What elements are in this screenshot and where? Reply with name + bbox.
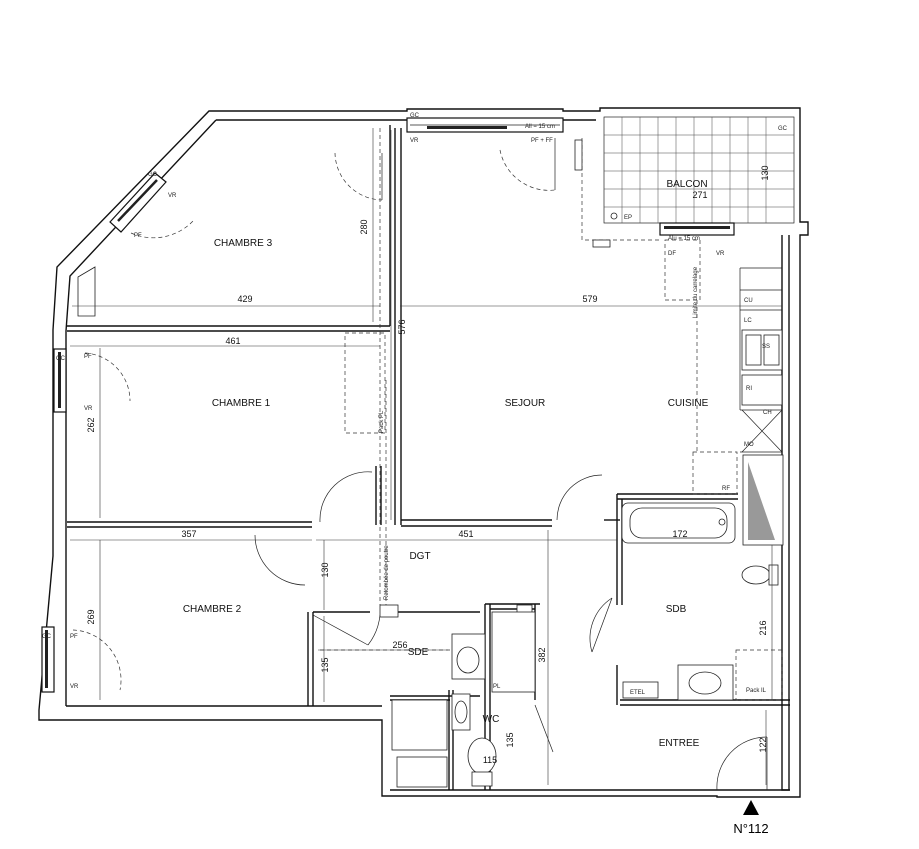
label-ss: SS: [762, 344, 770, 350]
room-chambre1: CHAMBRE 1: [212, 398, 271, 409]
label-vr-c1: VR: [84, 406, 93, 412]
label-pf-c3: PF: [134, 233, 142, 239]
label-gc-c2: GC: [42, 634, 52, 640]
north-label: N°112: [733, 821, 768, 836]
label-alu-bay: Alu = 15 cm: [668, 236, 700, 242]
dim-216: 216: [758, 620, 768, 635]
room-dgt: DGT: [409, 551, 430, 562]
label-retombee: Retombée de poutre: [384, 545, 390, 600]
shower-sde: [391, 699, 448, 751]
label-gc-top: GC: [410, 113, 420, 119]
dim-357: 357: [181, 529, 196, 539]
label-mo: MO: [744, 442, 754, 448]
dim-130-balcon: 130: [760, 165, 770, 180]
dimension-lines: [70, 128, 782, 785]
label-limite-carrelage: Limite du carrelage: [693, 266, 699, 318]
dim-135-wc: 135: [505, 732, 515, 747]
room-sdb: SDB: [666, 604, 687, 615]
dim-262: 262: [86, 417, 96, 432]
north-marker: N°112: [733, 800, 769, 836]
label-vr-c2: VR: [70, 684, 79, 690]
label-gc-c3: GC: [148, 172, 158, 178]
dim-122: 122: [758, 737, 768, 752]
label-gc-balcon: GC: [778, 126, 788, 132]
dim-256: 256: [392, 640, 407, 650]
dim-382: 382: [537, 647, 547, 662]
balcony-tiles: [604, 117, 794, 223]
label-vr-bay: VR: [716, 251, 725, 257]
room-sejour: SEJOUR: [505, 398, 546, 409]
room-cuisine: CUISINE: [668, 398, 709, 409]
label-pf-c1: PF: [84, 354, 92, 360]
fixtures: [77, 139, 784, 788]
label-ch: CH: [763, 410, 772, 416]
label-rf: RF: [722, 486, 730, 492]
label-ri: RI: [746, 386, 752, 392]
label-cu: CU: [744, 298, 753, 304]
dim-451: 451: [458, 529, 473, 539]
dim-429: 429: [237, 294, 252, 304]
dim-172: 172: [672, 529, 687, 539]
toilet-sdb: [741, 565, 771, 585]
dim-576: 576: [397, 319, 407, 334]
dim-271: 271: [692, 190, 707, 200]
room-sde: SDE: [408, 647, 429, 658]
dim-280: 280: [359, 219, 369, 234]
room-entree: ENTREE: [659, 738, 700, 749]
label-gc-c1: GC: [56, 356, 66, 362]
windows: [41, 117, 735, 693]
north-arrow-icon: [743, 800, 759, 815]
room-wc: WC: [483, 714, 500, 725]
stove: [741, 374, 783, 406]
room-chambre3: CHAMBRE 3: [214, 238, 273, 249]
label-pl: PL: [493, 684, 501, 690]
label-etel: ETEL: [630, 690, 646, 696]
label-vr-top: VR: [410, 138, 419, 144]
label-all-15: All = 15 cm: [525, 124, 555, 130]
room-chambre2: CHAMBRE 2: [183, 604, 242, 615]
dim-461: 461: [225, 336, 240, 346]
label-pf-c2: PF: [70, 634, 78, 640]
dim-115: 115: [483, 755, 497, 765]
label-ep: EP: [624, 215, 632, 221]
dim-269: 269: [86, 609, 96, 624]
label-df: DF: [668, 251, 676, 257]
partitions: [67, 125, 790, 790]
dashed-lines: [320, 128, 783, 701]
label-lc: LC: [744, 318, 752, 324]
room-balcon: BALCON: [666, 179, 707, 190]
dim-130: 130: [320, 562, 330, 577]
label-vr-c3: VR: [168, 193, 177, 199]
label-pack-pl: Pack PL: [379, 410, 385, 433]
label-pack-il: Pack IL: [746, 688, 767, 694]
door-swings: [72, 138, 768, 791]
dim-579: 579: [582, 294, 597, 304]
label-pf-ff: PF + FF: [531, 138, 553, 144]
dim-135-sde: 135: [320, 657, 330, 672]
